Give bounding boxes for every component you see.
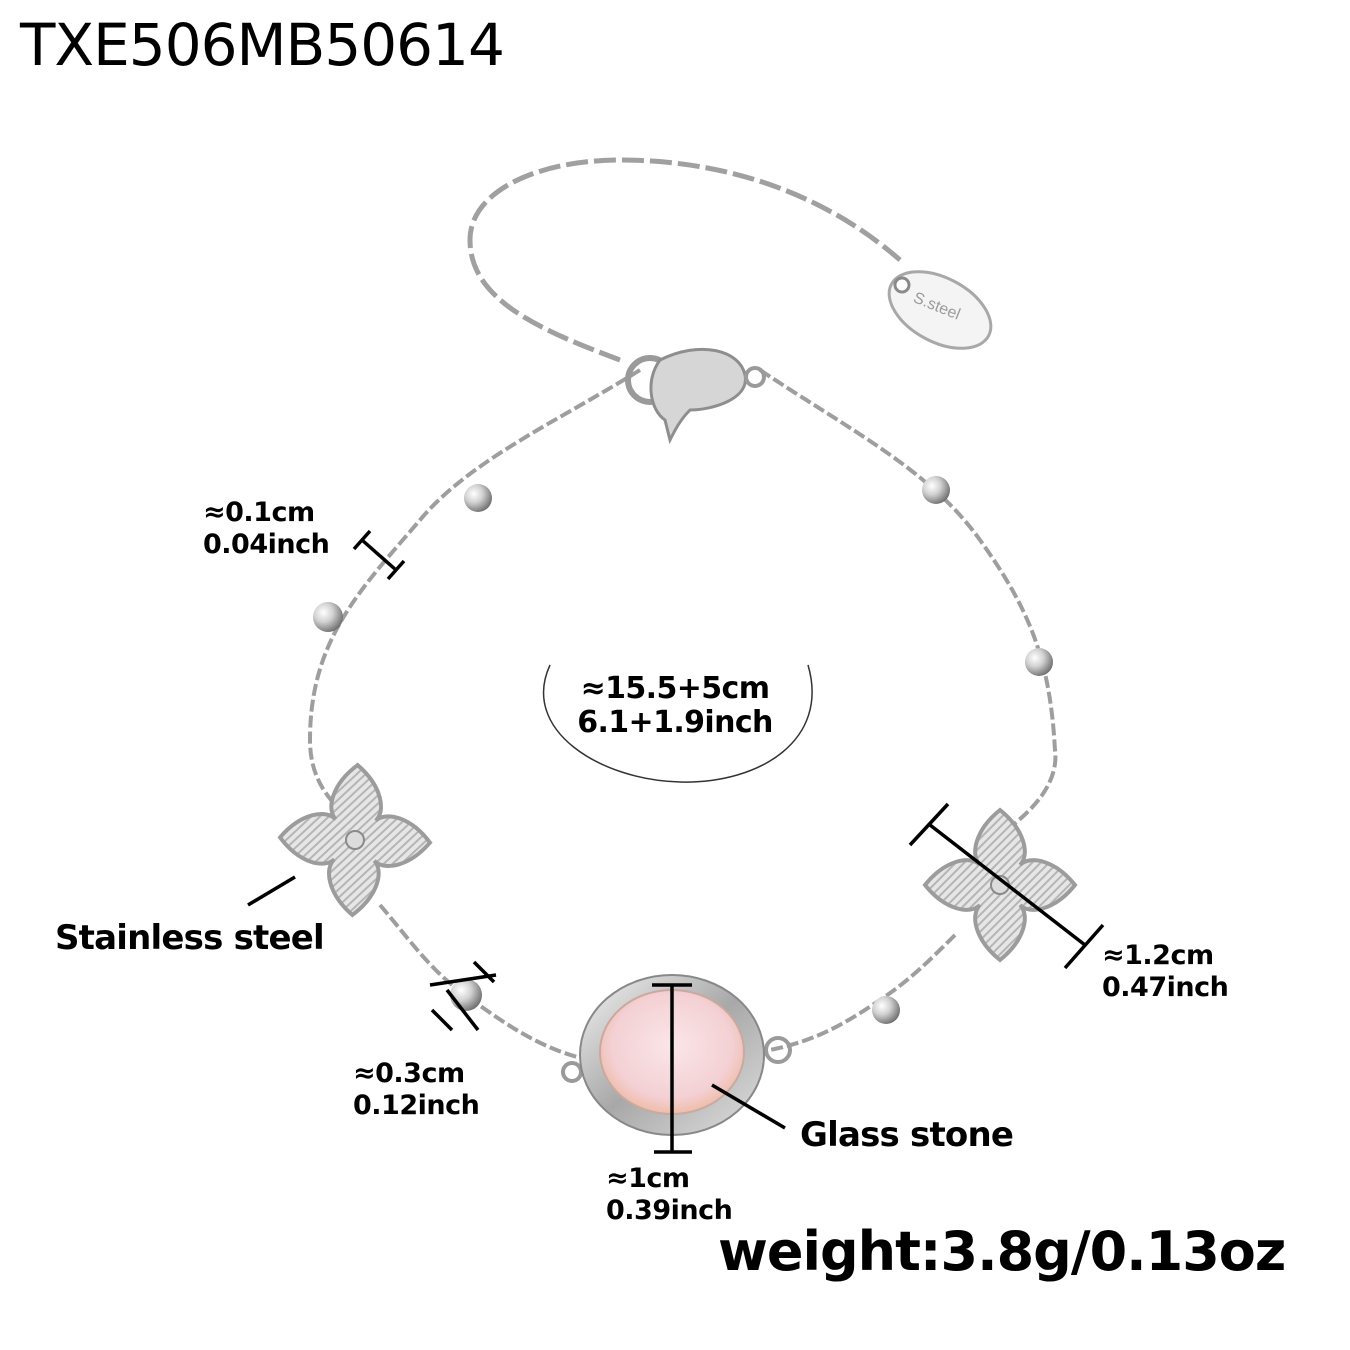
bead-size-inch: 0.12inch xyxy=(353,1090,480,1121)
chain-thickness-inch: 0.04inch xyxy=(203,529,330,560)
clover-charm-left xyxy=(277,762,433,918)
total-length-cm: ≈15.5+5cm xyxy=(580,671,770,706)
chain-thickness-cm: ≈0.1cm xyxy=(203,497,315,528)
total-length-inch: 6.1+1.9inch xyxy=(577,705,773,740)
material-glass-label: Glass stone xyxy=(800,1115,1014,1155)
bead xyxy=(464,484,492,512)
stone-size-label: ≈1cm 0.39inch xyxy=(606,1163,733,1227)
bead xyxy=(313,602,343,632)
total-length-label: ≈15.5+5cm 6.1+1.9inch xyxy=(560,672,790,740)
clover-size-cm: ≈1.2cm xyxy=(1102,940,1214,971)
annotation-lines xyxy=(247,529,1105,1154)
bead-size-label: ≈0.3cm 0.12inch xyxy=(353,1058,480,1122)
bead xyxy=(450,979,482,1011)
stone-size-cm: ≈1cm xyxy=(606,1163,690,1194)
product-sku: TXE506MB50614 xyxy=(20,11,505,79)
material-stainless-label: Stainless steel xyxy=(55,918,325,958)
bead-size-cm: ≈0.3cm xyxy=(353,1058,465,1089)
extender-chain xyxy=(467,157,902,363)
length-ellipse xyxy=(542,664,813,783)
clover-size-inch: 0.47inch xyxy=(1102,972,1229,1003)
clover-charm-right xyxy=(922,807,1078,963)
bead xyxy=(1025,648,1053,676)
bead xyxy=(872,996,900,1024)
clover-size-label: ≈1.2cm 0.47inch xyxy=(1102,940,1229,1004)
chain-thickness-label: ≈0.1cm 0.04inch xyxy=(203,497,330,561)
bead xyxy=(922,476,950,504)
product-weight: weight:3.8g/0.13oz xyxy=(718,1220,1286,1283)
lobster-clasp xyxy=(625,347,766,445)
s-steel-tag xyxy=(887,270,993,350)
stone-size-inch: 0.39inch xyxy=(606,1195,733,1226)
